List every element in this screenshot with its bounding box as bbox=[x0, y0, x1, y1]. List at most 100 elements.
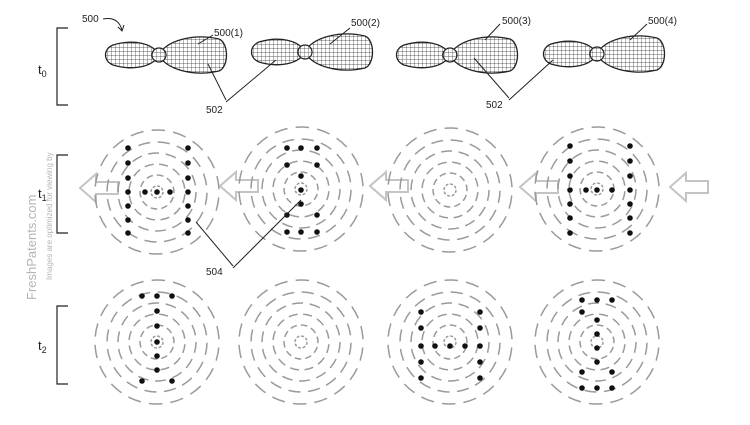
dot bbox=[418, 343, 424, 349]
dot bbox=[314, 162, 320, 168]
dot bbox=[284, 145, 290, 151]
dot bbox=[627, 201, 633, 207]
dot bbox=[169, 293, 175, 299]
lobe-left bbox=[397, 42, 451, 68]
dot bbox=[447, 343, 453, 349]
ring bbox=[383, 275, 517, 409]
dot bbox=[583, 187, 589, 193]
dot bbox=[154, 308, 160, 314]
lobe-left bbox=[252, 39, 306, 65]
dot bbox=[627, 215, 633, 221]
dot bbox=[167, 189, 173, 195]
dot bbox=[627, 187, 633, 193]
dot bbox=[594, 187, 600, 193]
watermark-brand: FreshPatents.com bbox=[24, 195, 39, 301]
dot bbox=[154, 339, 160, 345]
time-label-t0: t0 bbox=[38, 62, 47, 79]
dot bbox=[185, 175, 191, 181]
propeller-4 bbox=[544, 36, 665, 72]
dot bbox=[609, 369, 615, 375]
dot bbox=[418, 359, 424, 365]
dot bbox=[314, 145, 320, 151]
ref-504-label: 504 bbox=[206, 267, 223, 278]
time-bracket-t0 bbox=[57, 28, 68, 105]
ring bbox=[246, 287, 356, 397]
lobe-hub bbox=[152, 48, 166, 62]
dot bbox=[298, 145, 304, 151]
dot bbox=[594, 317, 600, 323]
ref-500-label: 500 bbox=[82, 14, 99, 25]
dot bbox=[477, 375, 483, 381]
dot bbox=[154, 367, 160, 373]
ring bbox=[429, 321, 471, 363]
dot bbox=[185, 160, 191, 166]
dot bbox=[169, 378, 175, 384]
ref-502-b-label: 502 bbox=[486, 100, 503, 111]
dot bbox=[594, 297, 600, 303]
dot bbox=[627, 173, 633, 179]
dot-pattern-2 bbox=[284, 145, 320, 235]
dot bbox=[594, 331, 600, 337]
dot bbox=[627, 158, 633, 164]
propeller-2 bbox=[252, 34, 373, 70]
dot bbox=[154, 323, 160, 329]
dot bbox=[298, 173, 304, 179]
ref-500-2-label: 500(2) bbox=[351, 18, 380, 29]
dot bbox=[627, 143, 633, 149]
dot bbox=[418, 375, 424, 381]
dot bbox=[477, 325, 483, 331]
ring bbox=[395, 287, 505, 397]
dot bbox=[567, 158, 573, 164]
dot bbox=[594, 385, 600, 391]
dot bbox=[284, 162, 290, 168]
left-arrow-1 bbox=[80, 174, 118, 202]
dot bbox=[154, 353, 160, 359]
lobe-right bbox=[597, 36, 665, 72]
dot-pattern-5 bbox=[139, 293, 175, 384]
lobe-hub bbox=[590, 47, 604, 61]
ring bbox=[444, 184, 456, 196]
ring bbox=[576, 321, 618, 363]
dot bbox=[567, 215, 573, 221]
dot bbox=[594, 345, 600, 351]
ring-group-6 bbox=[234, 275, 368, 409]
left-arrow-4 bbox=[520, 173, 558, 201]
dot bbox=[125, 175, 131, 181]
dot bbox=[609, 187, 615, 193]
dot bbox=[579, 369, 585, 375]
dot bbox=[125, 160, 131, 166]
dot bbox=[567, 230, 573, 236]
ring-group-7 bbox=[383, 275, 517, 409]
dot bbox=[609, 385, 615, 391]
lobe-right bbox=[159, 37, 227, 73]
left-arrow-5 bbox=[670, 173, 708, 201]
watermark: Images are optimized for viewing by bbox=[45, 152, 54, 280]
dot bbox=[298, 229, 304, 235]
dot bbox=[314, 212, 320, 218]
dot bbox=[154, 189, 160, 195]
dot bbox=[284, 212, 290, 218]
dot bbox=[125, 189, 131, 195]
dot bbox=[418, 309, 424, 315]
watermark-line1: Images are optimized for viewing by bbox=[45, 152, 54, 280]
time-bracket-t2 bbox=[57, 306, 68, 384]
ref-500-4-label: 500(4) bbox=[648, 16, 677, 27]
time-bracket-t1 bbox=[57, 155, 68, 233]
dot bbox=[579, 309, 585, 315]
ring bbox=[295, 336, 307, 348]
lobe-hub bbox=[443, 48, 457, 62]
propeller-lobe-row bbox=[106, 34, 665, 73]
ring bbox=[395, 135, 505, 245]
dot-pattern-4 bbox=[567, 143, 633, 236]
dot bbox=[139, 378, 145, 384]
leader-504-a bbox=[196, 222, 233, 266]
dot bbox=[185, 203, 191, 209]
dot bbox=[154, 293, 160, 299]
dot bbox=[125, 145, 131, 151]
ring bbox=[385, 277, 515, 407]
dot bbox=[627, 230, 633, 236]
dot bbox=[185, 230, 191, 236]
dot bbox=[185, 145, 191, 151]
ring bbox=[234, 275, 368, 409]
